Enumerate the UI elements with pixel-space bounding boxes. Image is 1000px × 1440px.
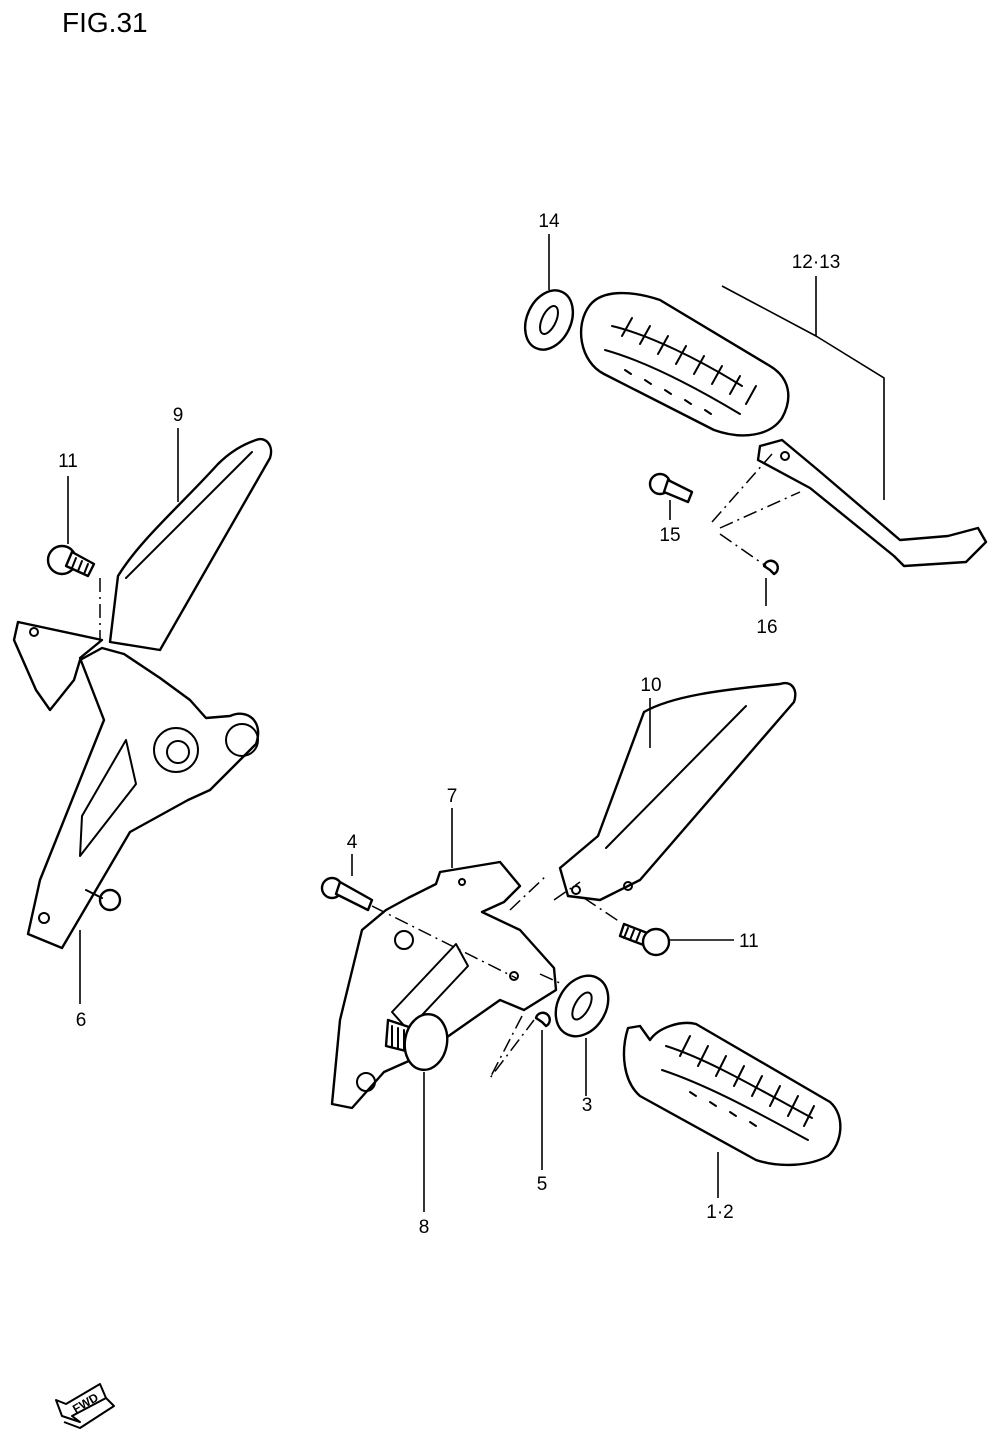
part-5-clip (534, 1011, 551, 1028)
part-3-washer (554, 974, 610, 1038)
part-4-pin (320, 876, 374, 912)
part-rear-footrest-bar (756, 438, 988, 568)
rear-footrest-group (523, 234, 988, 606)
left-bracket-group (12, 428, 273, 1004)
callout-15: 15 (659, 525, 680, 546)
part-1-2-footrest-rubber (622, 1021, 842, 1167)
figure-title: FIG.31 (62, 7, 148, 38)
part-6-bracket (12, 620, 260, 950)
part-10-heel-plate (558, 681, 797, 902)
callout-11-lower: 11 (739, 931, 759, 952)
callout-14: 14 (538, 211, 560, 232)
callout-16: 16 (756, 617, 777, 638)
part-11-bolt-upper (46, 544, 96, 578)
fwd-arrow-icon: FWD (55, 1383, 115, 1429)
part-11-bolt-lower (618, 922, 671, 957)
part-6-peg (85, 888, 122, 912)
callout-1-2: 1·2 (706, 1202, 733, 1223)
callout-12-13: 12·13 (792, 252, 841, 273)
part-9-heel-plate (108, 437, 273, 652)
part-12-13-footrest-rubber (579, 291, 790, 437)
callout-4: 4 (347, 832, 358, 853)
part-15-bolt (648, 472, 694, 504)
lower-bracket-group (320, 681, 842, 1212)
callout-10: 10 (640, 675, 661, 696)
callout-6: 6 (76, 1010, 87, 1031)
callout-7: 7 (447, 786, 458, 807)
part-16-clip (762, 559, 779, 576)
callout-8: 8 (419, 1217, 430, 1238)
callout-9: 9 (173, 405, 184, 426)
part-14-washer (523, 289, 575, 351)
part-8-bolt (384, 1012, 449, 1072)
callout-3: 3 (582, 1095, 593, 1116)
callout-5: 5 (537, 1174, 548, 1195)
callout-11-upper: 11 (58, 451, 78, 472)
